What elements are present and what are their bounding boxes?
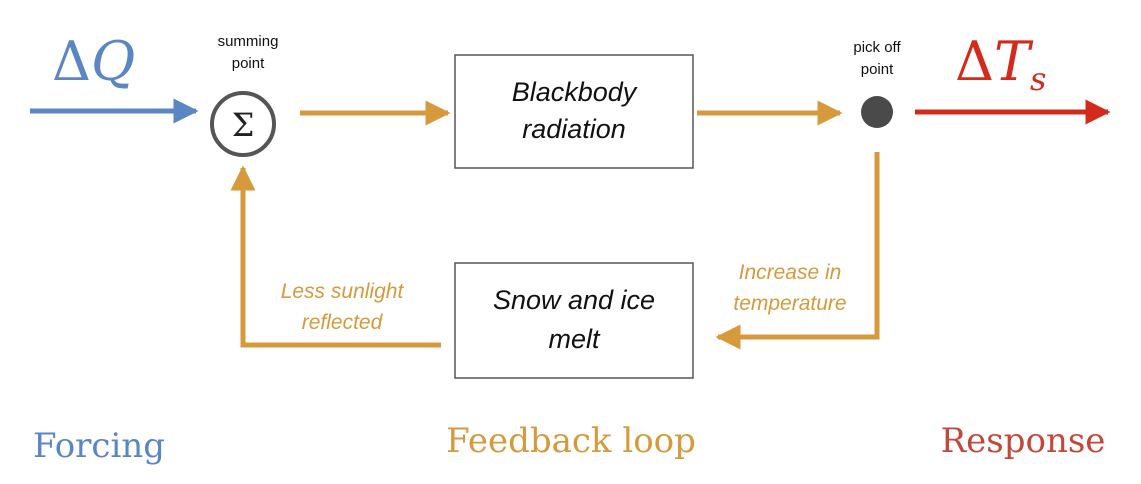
snow-ice-melt-block [454,262,694,379]
pickoff-point-label-line2: point [861,61,894,78]
increase-temperature-label-line1: Increase in [739,261,842,284]
less-sunlight-label-line2: reflected [302,311,384,334]
output-subscript: s [1030,60,1046,98]
summing-point-circle [210,91,276,157]
increase-temperature-label-line2: temperature [733,292,846,315]
melt-block-line2: melt [548,324,601,354]
pickoff-to-melt-feedback-arrow [715,152,880,350]
forcing-section-label: Forcing [33,426,165,466]
blackbody-block-line1: Blackbody [512,77,638,107]
less-sunlight-label-line1: Less sunlight [281,280,405,303]
summing-point-label-line1: summing [218,33,279,50]
input-symbol: ΔQ [52,30,135,93]
blackbody-radiation-block [454,54,694,169]
input-variable: Q [91,30,135,93]
pickoff-point-dot [861,96,893,128]
feedback-loop-section-label: Feedback loop [446,421,696,461]
output-variable: T [994,30,1034,93]
melt-block-line1: Snow and ice [493,285,655,315]
response-section-label: Response [941,421,1106,461]
output-delta: Δ [955,30,994,93]
pickoff-point-label-line1: pick off [853,39,901,56]
output-symbol: ΔTs [955,30,1046,98]
melt-to-sum-feedback-arrow [230,165,441,348]
summing-symbol: Σ [232,106,255,144]
input-delta: Δ [52,30,91,93]
blackbody-block-line2: radiation [522,114,626,144]
summing-point-label-line2: point [232,55,265,72]
